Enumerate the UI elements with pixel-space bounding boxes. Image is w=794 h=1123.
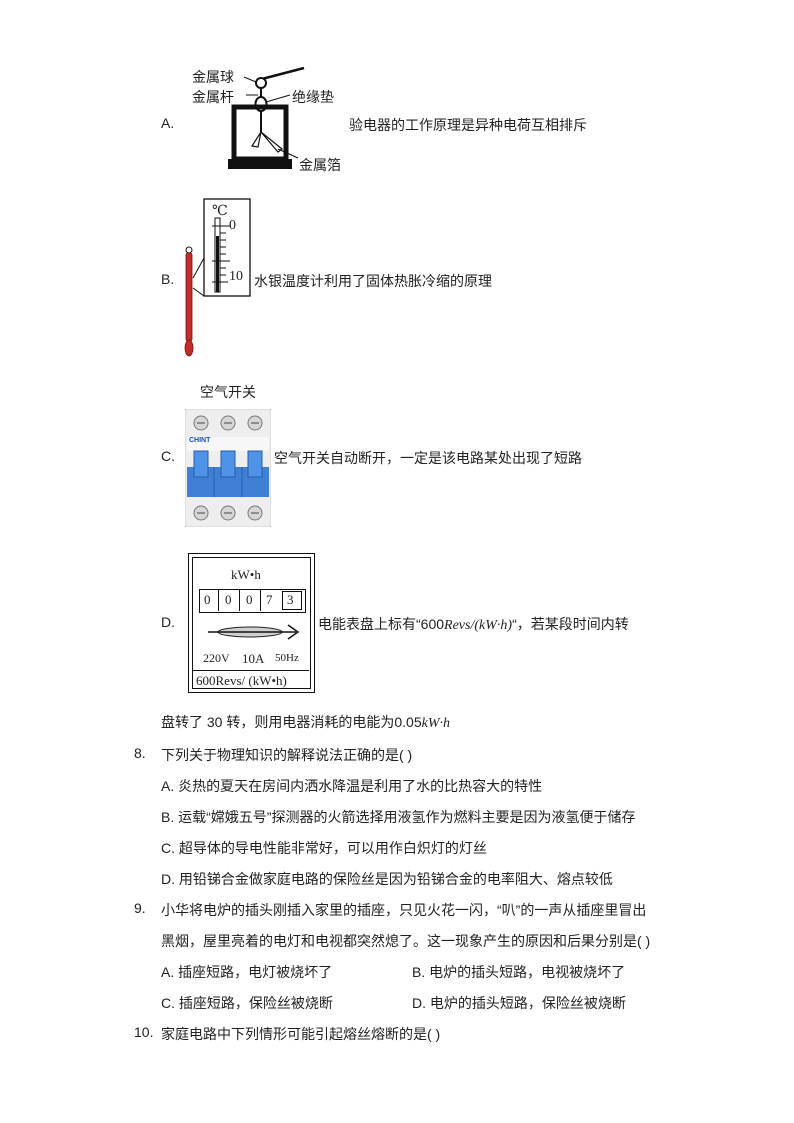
digit-box-5 [282,591,302,610]
option-d-statement-tail: “，若某段时间内转 [512,616,629,632]
q9-option-a: A. 插座短路，电灯被烧坏了 [161,964,333,980]
label-strip [187,437,269,451]
electroscope-figure [228,66,305,169]
metal-ball [255,77,267,89]
option-d-continuation-unit: kW·h [421,716,450,731]
option-d-statement-head: 电能表盘上标有“600 [318,616,445,632]
thermo-bulb [184,339,194,357]
q9-stem-line2: 黑烟，屋里亮着的电灯和电视都突然熄了。这一现象产生的原因和后果分别是( ) [161,933,651,949]
thermo-top-cap [185,246,193,254]
wire-line [257,66,305,82]
label-insulating-pad: 绝缘垫 [292,89,334,105]
bottom-screws [193,505,263,521]
meter-spec-voltage: 220V [203,651,230,665]
q9-number: 9. [134,900,146,916]
breaker-caption: 空气开关 [200,384,256,400]
handle-2 [220,450,236,478]
leader-foil [277,148,299,159]
meter-digit-4: 7 [266,592,273,607]
label-metal-foil: 金属箔 [299,157,341,173]
meter-divider [192,670,309,671]
digit-sep-1 [218,589,219,611]
thermo-body [185,252,193,342]
option-c-statement: 空气开关自动断开，一定是该电路某处出现了短路 [274,450,582,466]
q8-stem: 下列关于物理知识的解释说法正确的是( ) [161,747,413,763]
digit-sep-3 [260,589,261,611]
scale-box [203,198,251,297]
meter-display [199,589,306,613]
meter-disc-figure [208,624,300,640]
option-d-continuation: 盘转了 30 转，则用电器消耗的电能为0.05kW·h [161,712,450,732]
leader-ball [243,76,257,83]
scale-ticks [212,225,231,283]
option-a-statement: 验电器的工作原理是异种电荷互相排斥 [349,117,587,133]
q8-option-b: B. 运载“嫦娥五号”探测器的火箭选择用液氢作为燃料主要是因为液氢便于储存 [161,809,636,825]
q10-number: 10. [134,1024,154,1040]
option-b-letter: B. [161,271,175,287]
top-screws [193,415,263,431]
option-d-statement-unit: Revs/(kW·h) [444,618,513,633]
thermo-unit: ℃ [212,204,228,219]
mercury-column [216,236,219,292]
q8-option-d: D. 用铅锑合金做家庭电路的保险丝是因为铅锑合金的电率阻大、熔点较低 [161,871,613,887]
metal-foil-left [251,131,262,148]
leader-pad [265,94,291,103]
thermo-label-top: 0 [229,218,236,233]
q9-option-c: C. 插座短路，保险丝被烧断 [161,995,333,1011]
breaker-brand: CHINT [189,437,211,444]
option-d-letter: D. [161,614,175,630]
q10-stem: 家庭电路中下列情形可能引起熔丝熔断的是( ) [161,1026,441,1042]
meter-spec-freq: 50Hz [275,652,299,664]
thermometer-figure [184,198,251,357]
label-metal-ball: 金属球 [192,69,234,85]
q8-option-c: C. 超导体的导电性能非常好，可以用作白炽灯的灯丝 [161,840,487,856]
option-d-statement: 电能表盘上标有“600Revs/(kW·h)“，若某段时间内转 [318,614,629,634]
meter-digit-1: 0 [204,592,211,607]
zoom-line-top [192,257,205,279]
q9-option-b: B. 电炉的插头短路，电视被烧坏了 [412,964,626,980]
option-a-letter: A. [161,115,175,131]
handle-1 [193,450,209,478]
option-b-statement: 水银温度计利用了固体热胀冷缩的原理 [254,273,492,289]
arrow-head [287,624,300,640]
metal-foil-right [260,131,283,153]
handle-3 [247,450,263,478]
meter-unit: kW•h [231,567,261,582]
meter-digit-3: 0 [246,592,253,607]
q9-option-d: D. 电炉的插头短路，保险丝被烧断 [412,995,626,1011]
zoom-line-bottom [192,287,205,297]
meter-inner [192,557,311,689]
meter-spec-current: 10A [242,651,265,666]
q8-option-a: A. 炎热的夏天在房间内洒水降温是利用了水的比热容大的特性 [161,778,543,794]
option-c-letter: C. [161,448,175,464]
option-d-continuation-text: 盘转了 30 转，则用电器消耗的电能为0.05 [161,714,422,730]
meter-outer [188,553,315,693]
frame-base [228,159,292,169]
label-metal-rod: 金属杆 [192,89,234,105]
q9-stem-line1: 小华将电炉的插头刚插入家里的插座，只见火花一闪，“叭”的一声从插座里冒出 [161,902,647,918]
thermo-label-bottom: 10 [229,269,243,284]
q8-number: 8. [134,745,146,761]
meter-digit-2: 0 [225,592,232,607]
meter-digit-5: 3 [287,592,294,607]
meter-revs-label: 600Revs/ (kW•h) [196,673,287,688]
air-switch-figure [185,409,271,527]
digit-sep-2 [239,589,240,611]
